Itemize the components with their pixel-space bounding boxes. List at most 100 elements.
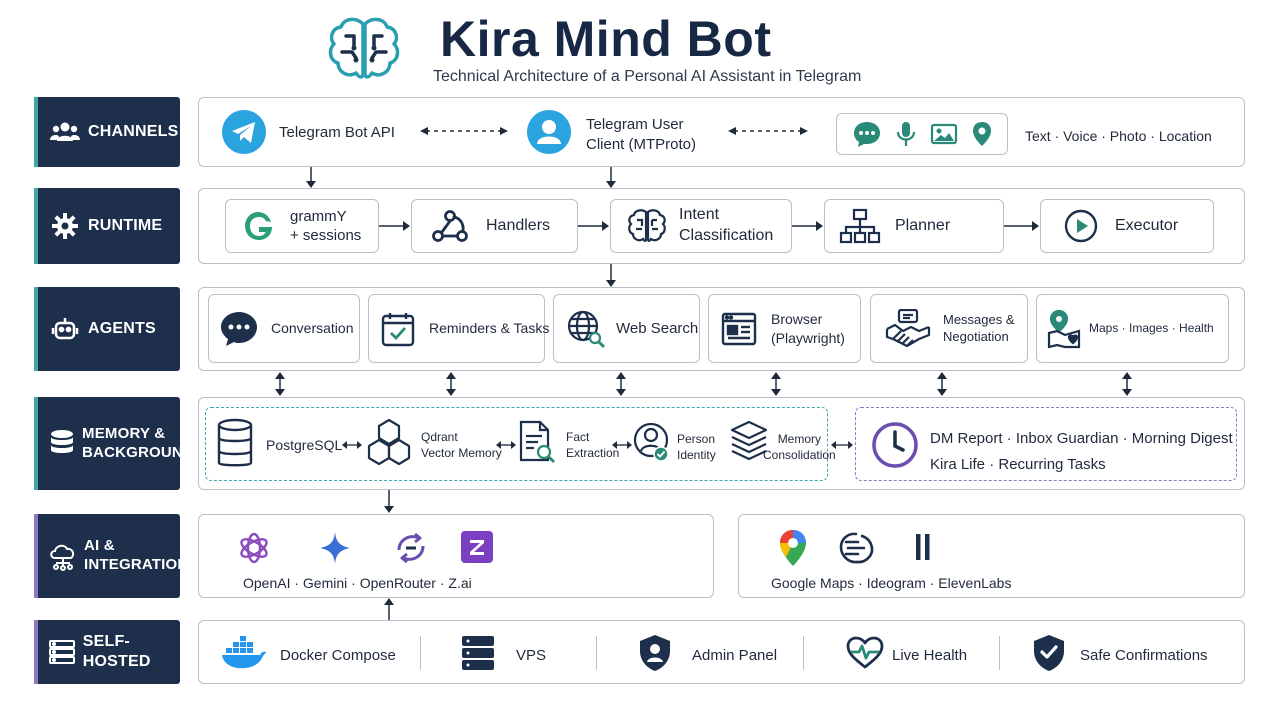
photo-icon	[930, 122, 958, 146]
server-icon	[460, 634, 496, 672]
person-identity-label: Person Identity	[677, 432, 716, 463]
agent-messages: Messages & Negotiation	[870, 294, 1028, 363]
row-label-ai: AI & INTEGRATIONS	[34, 514, 198, 598]
label-line: (Playwright)	[771, 329, 845, 346]
zai-icon	[461, 531, 493, 563]
brain-icon	[627, 208, 667, 244]
user-client-icon	[527, 110, 571, 154]
selfhosted-panel	[198, 620, 1245, 684]
qdrant-label: Qdrant Vector Memory	[421, 430, 502, 461]
openai-icon	[235, 529, 273, 567]
chat-bubble-icon	[852, 120, 882, 148]
header: Kira Mind Bot Technical Architecture of …	[0, 0, 1280, 96]
hierarchy-icon	[839, 208, 881, 244]
row-label-line: AI &	[84, 537, 115, 555]
label-line: DM Report · Inbox Guardian · Morning Dig…	[930, 430, 1233, 447]
label-line: Classification	[679, 227, 774, 244]
gemini-icon	[318, 530, 352, 566]
row-label-channels: CHANNELS	[34, 97, 180, 167]
docker-icon	[220, 634, 266, 670]
safe-confirmations-label: Safe Confirmations	[1080, 647, 1208, 664]
label-line: Telegram User	[586, 116, 684, 133]
divider	[803, 636, 804, 670]
row-label-line: BACKGROUND	[82, 443, 194, 461]
page-subtitle: Technical Architecture of a Personal AI …	[433, 68, 862, 85]
layers-icon	[730, 420, 768, 464]
label-line: Client (MTProto)	[586, 135, 697, 153]
chat-bubble-icon	[219, 310, 259, 348]
row-label-line: MEMORY &	[82, 424, 166, 442]
agent-label: Reminders & Tasks	[429, 320, 550, 337]
flow-arrow-right	[578, 220, 610, 232]
label-line: Memory	[777, 432, 822, 446]
elevenlabs-icon	[913, 532, 933, 562]
flow-arrow-right	[379, 220, 411, 232]
bidirectional-arrow-vertical	[274, 372, 286, 396]
modalities-label: Text · Voice · Photo · Location	[1025, 128, 1212, 144]
bidirectional-arrow-vertical	[936, 372, 948, 396]
docker-compose-label: Docker Compose	[280, 647, 396, 664]
memory-consolidation-label: Memory Consolidation	[763, 432, 836, 463]
row-label-text: CHANNELS	[88, 123, 179, 140]
agent-web-search: Web Search	[553, 294, 700, 363]
calendar-check-icon	[381, 311, 415, 347]
flow-arrow-down	[383, 490, 395, 514]
row-label-text: RUNTIME	[88, 217, 163, 234]
modalities-box	[836, 113, 1008, 155]
label-line: Vector Memory	[421, 445, 502, 460]
planner-box: Planner	[824, 199, 1004, 253]
flow-arrow-down	[605, 264, 617, 288]
agent-browser: Browser (Playwright)	[708, 294, 861, 363]
bidirectional-arrow-vertical	[615, 372, 627, 396]
grammy-icon	[242, 209, 276, 243]
divider	[596, 636, 597, 670]
map-heart-icon	[1047, 309, 1081, 349]
postgresql-label: PostgreSQL	[266, 437, 343, 453]
agent-label: Conversation	[271, 320, 354, 337]
label-line: grammY	[290, 207, 347, 225]
location-pin-icon	[971, 120, 993, 148]
document-search-icon	[518, 420, 556, 466]
gear-icon	[48, 211, 82, 241]
bidirectional-dashed-arrow	[420, 124, 508, 138]
database-icon	[48, 429, 76, 459]
intent-classification-box: Intent Classification	[610, 199, 792, 253]
bidirectional-arrow-vertical	[445, 372, 457, 396]
clock-icon	[870, 420, 920, 470]
executor-label: Executor	[1115, 216, 1179, 234]
microphone-icon	[895, 120, 917, 148]
label-line: Person	[677, 432, 716, 446]
bidirectional-arrow	[342, 440, 362, 450]
row-label-line: INTEGRATIONS	[84, 556, 199, 573]
bidirectional-arrow	[831, 440, 853, 450]
label-line: Negotiation	[943, 328, 1009, 344]
label-line: Consolidation	[763, 447, 836, 462]
handlers-label: Handlers	[486, 216, 551, 234]
webhook-icon	[430, 208, 470, 244]
background-jobs-group	[855, 407, 1237, 481]
server-icon	[48, 637, 77, 667]
agent-maps-images-health: Maps · Images · Health	[1036, 294, 1229, 363]
row-label-text: MEMORY & BACKGROUND	[82, 425, 194, 463]
row-label-text: SELF-HOSTED	[82, 633, 151, 670]
label-line: Fact	[566, 430, 590, 444]
ideogram-icon	[838, 530, 876, 566]
agent-label: Web Search	[616, 319, 699, 337]
channels-panel	[198, 97, 1245, 167]
handshake-icon	[885, 308, 931, 349]
fact-extraction-label: Fact Extraction	[566, 430, 619, 461]
integrations-label: Google Maps · Ideogram · ElevenLabs	[771, 575, 1012, 591]
row-label-text: AGENTS	[88, 320, 156, 337]
label-line: Kira Life · Recurring Tasks	[930, 455, 1106, 473]
telegram-bot-api-label: Telegram Bot API	[279, 124, 395, 141]
person-verified-icon	[633, 420, 671, 466]
llm-providers-panel	[198, 514, 714, 598]
bidirectional-arrow	[612, 440, 632, 450]
row-label-runtime: RUNTIME	[34, 188, 180, 264]
label-line: Intent	[679, 206, 720, 224]
users-icon	[48, 117, 82, 147]
robot-icon	[48, 314, 82, 344]
grammy-box: grammY + sessions	[225, 199, 379, 253]
openrouter-icon	[393, 530, 429, 566]
heart-pulse-icon	[846, 636, 884, 670]
